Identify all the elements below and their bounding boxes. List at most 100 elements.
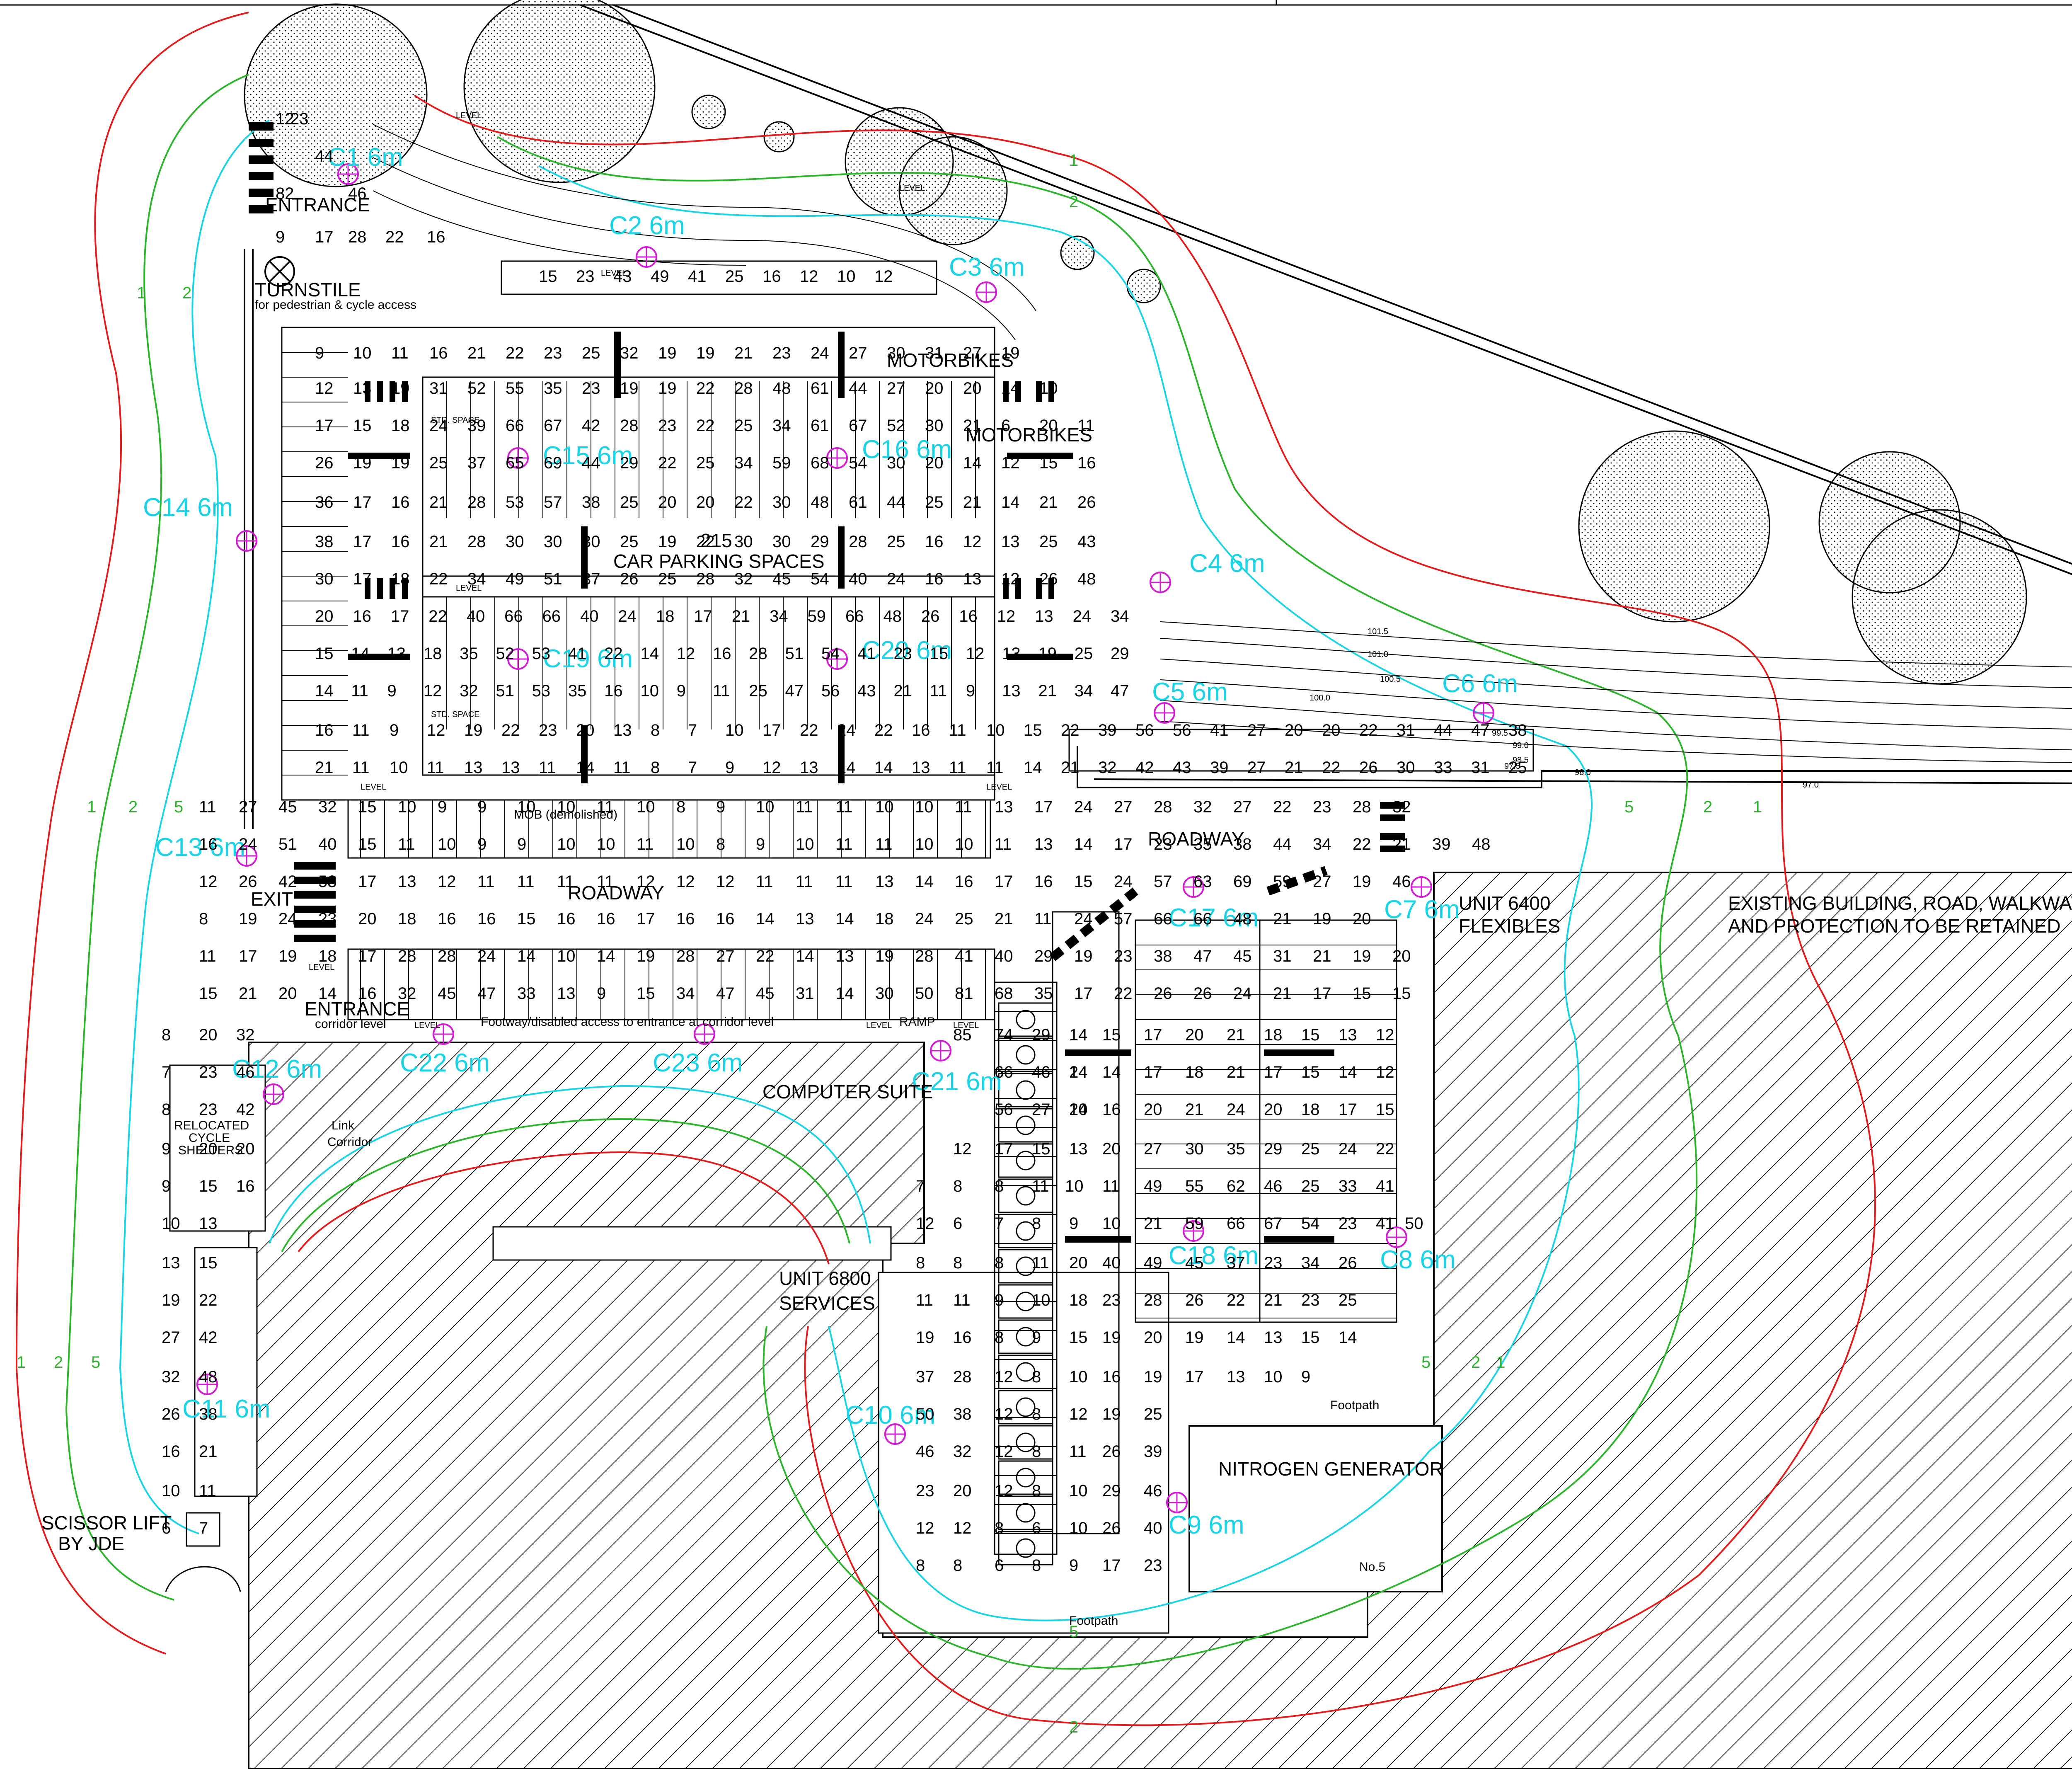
reading-value: 19 (1038, 645, 1057, 663)
reading-value: 22 (1353, 835, 1371, 853)
reading-value: 19 (916, 1328, 934, 1347)
reading-value: 40 (1144, 1519, 1162, 1537)
reading-value: 44 (1273, 835, 1292, 853)
column-crosshair-icon (695, 1024, 714, 1044)
reading-value: 15 (358, 835, 377, 853)
reading-value: 30 (1397, 758, 1415, 777)
reading-value: 67 (1264, 1214, 1283, 1233)
reading-value: 11 (949, 758, 966, 777)
reading-value: 12 (762, 758, 781, 777)
reading-value: 14 (1069, 1100, 1088, 1119)
reading-value: 25 (1144, 1405, 1162, 1423)
reading-value: 12 (963, 533, 982, 551)
reading-value: 12 (953, 1519, 972, 1537)
level-marker: LEVEL (456, 584, 482, 593)
contour-label: 1 (87, 798, 96, 816)
reading-value: 11 (930, 682, 947, 700)
reading-value: 22 (696, 417, 715, 435)
footpath-label-2: Footpath (1069, 1614, 1118, 1628)
reading-value: 14 (1069, 1026, 1088, 1044)
reading-value: 42 (1135, 758, 1154, 777)
reading-value: 47 (716, 984, 735, 1003)
reading-value: 15 (1392, 984, 1411, 1003)
reading-value: 28 (348, 228, 367, 246)
column-label: C20 6m (862, 636, 952, 665)
contour-label: 5 (174, 798, 183, 816)
reading-value: 19 (1353, 872, 1371, 891)
reading-value: 40 (849, 570, 867, 588)
reading-value: 29 (1034, 947, 1053, 965)
reading-value: 11 (796, 798, 813, 816)
reading-value: 17 (1074, 984, 1093, 1003)
reading-value: 20 (925, 379, 944, 397)
reading-value: 14 (351, 645, 370, 663)
reading-value: 15 (199, 1177, 218, 1195)
reading-value: 19 (875, 947, 894, 965)
reading-value: 10 (1069, 1482, 1088, 1500)
column-crosshair-icon (1411, 877, 1431, 897)
reading-value: 11 (597, 872, 614, 891)
reading-value: 47 (1193, 947, 1212, 965)
level-marker: LEVEL (986, 783, 1012, 792)
reading-value: 24 (887, 570, 905, 588)
reading-value: 25 (582, 344, 600, 362)
reading-value: 25 (887, 533, 905, 551)
reading-value: 21 (467, 344, 486, 362)
scissor-label-1: SCISSOR LIFT (41, 1512, 172, 1534)
turnstile-note: for pedestrian & cycle access (255, 298, 416, 312)
reading-value: 45 (1233, 947, 1252, 965)
reading-value: 32 (460, 682, 478, 700)
reading-value: 32 (318, 798, 337, 816)
cylinder-icon (1016, 1503, 1036, 1523)
reading-value: 34 (770, 607, 788, 625)
services-label: SERVICES (779, 1292, 875, 1314)
reading-value: 31 (1471, 758, 1490, 777)
reading-value: 13 (353, 379, 372, 397)
column-crosshair-icon (1184, 877, 1203, 897)
reading-value: 52 (496, 645, 514, 663)
reading-value: 34 (467, 570, 486, 588)
plan-labels: ENTRANCE TURNSTILE for pedestrian & cycl… (41, 111, 2072, 1628)
reading-value: 44 (315, 147, 334, 165)
column-crosshair-icon (885, 1424, 905, 1444)
reading-value: 40 (580, 607, 599, 625)
reading-value: 41 (568, 645, 587, 663)
reading-value: 47 (1111, 682, 1129, 700)
reading-value: 48 (199, 1368, 218, 1386)
no5-label: No.5 (1359, 1560, 1385, 1574)
reading-value: 8 (162, 1026, 171, 1044)
reading-value: 20 (658, 493, 677, 511)
reading-value: 11 (916, 1291, 933, 1309)
reading-value: 44 (849, 379, 867, 397)
reading-value: 37 (467, 454, 486, 472)
cylinder-icon (1016, 1151, 1036, 1170)
reading-value: 13 (501, 758, 520, 777)
reading-value: 41 (955, 947, 973, 965)
reading-value: 32 (1392, 798, 1411, 816)
reading-value: 11 (1102, 1177, 1120, 1195)
reading-value: 10 (438, 835, 456, 853)
reading-value: 17 (1144, 1063, 1162, 1081)
reading-value: 19 (1313, 910, 1331, 928)
column-crosshair-icon (827, 649, 847, 669)
cylinder-cage (998, 1037, 1053, 1072)
reading-value: 11 (398, 835, 415, 853)
reading-value: 16 (477, 910, 496, 928)
contour-label: 2 (1471, 1353, 1480, 1372)
column-c5: C5 6m (1152, 678, 1228, 724)
reading-value: 12 (966, 645, 985, 663)
reading-value: 21 (1273, 984, 1292, 1003)
reading-value: 31 (1273, 947, 1292, 965)
reading-value: 32 (620, 344, 639, 362)
reading-value: 9 (438, 798, 447, 816)
turnstile-icon (264, 256, 295, 287)
column-c11: C11 6m (182, 1374, 271, 1423)
site-boundary (244, 4, 2072, 829)
reading-value: 38 (953, 1405, 972, 1423)
column-c22: C22 6m (400, 1023, 490, 1077)
reading-value: 19 (1001, 344, 1020, 362)
column-c18: C18 6m (1169, 1220, 1259, 1270)
reading-value: 24 (1074, 910, 1093, 928)
reading-value: 27 (849, 344, 867, 362)
reading-value: 11 (796, 872, 813, 891)
